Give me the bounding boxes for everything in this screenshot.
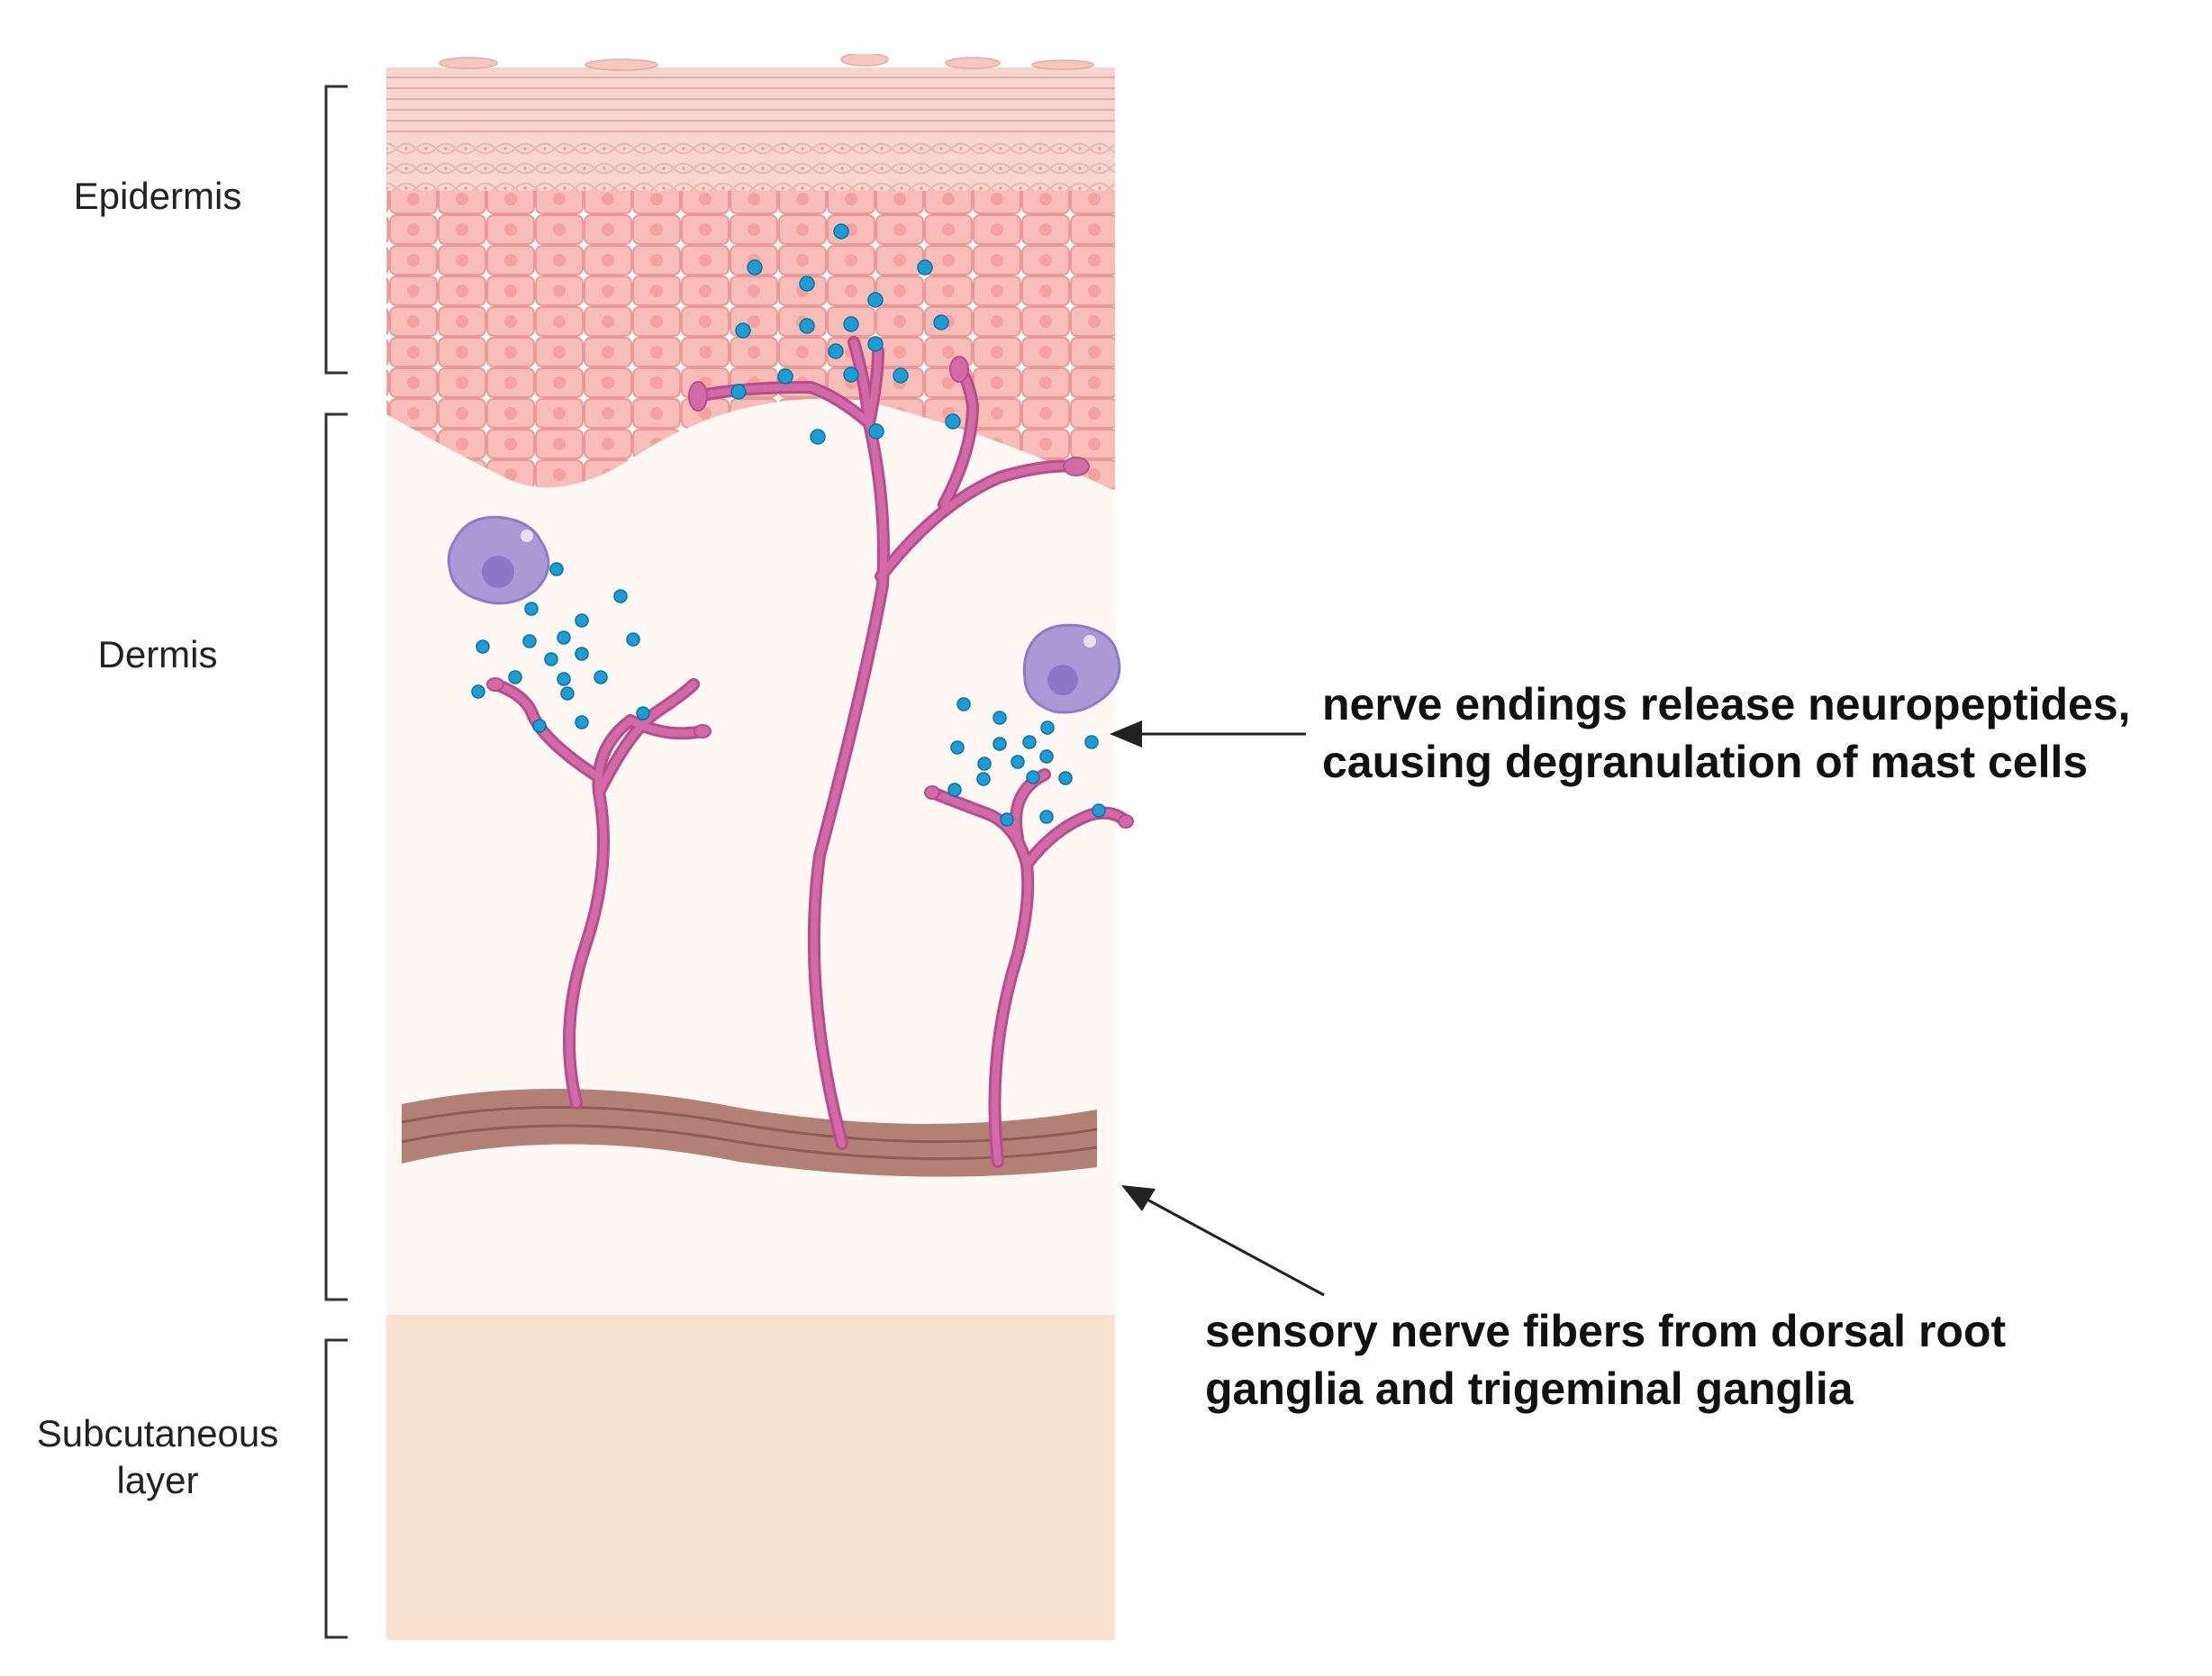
- nerve-fiber-annotation-line2: ganglia and trigeminal ganglia: [1205, 1363, 1854, 1414]
- neuropeptide-annotation-line1: nerve endings release neuropeptides,: [1322, 679, 2131, 729]
- neuropeptide-annotation: nerve endings release neuropeptides, cau…: [1322, 675, 2131, 791]
- stratum-corneum: [386, 68, 1115, 138]
- nerve-fiber-annotation: sensory nerve fibers from dorsal root ga…: [1205, 1302, 2006, 1418]
- dermis-label: Dermis: [97, 633, 218, 675]
- mast-cell-left: [447, 515, 550, 605]
- nerve-endings: [486, 336, 1134, 1168]
- stratum-spinosum: [386, 180, 1115, 491]
- neuropeptide-arrow-head: [1110, 720, 1142, 747]
- subcutaneous-bracket: [324, 1338, 348, 1639]
- layer-brackets: [324, 85, 348, 1639]
- annotation-arrows: [1110, 720, 1325, 1297]
- subcutaneous-layer: [386, 1315, 1115, 1640]
- neuropeptides: [471, 223, 1106, 827]
- fiber-arrow-head: [1121, 1185, 1156, 1211]
- subcutaneous-label-line1: Subcutaneous: [36, 1412, 279, 1454]
- nerve-fiber-annotation-line1: sensory nerve fibers from dorsal root: [1205, 1306, 2007, 1356]
- fiber-arrow-line: [1143, 1196, 1325, 1297]
- epidermis-bracket: [324, 85, 348, 375]
- neuropeptide-annotation-line2: causing degranulation of mast cells: [1322, 737, 2089, 787]
- mast-cell-right: [1022, 623, 1121, 714]
- subcutaneous-label: Subcutaneous layer: [0, 1410, 315, 1504]
- subcutaneous-label-line2: layer: [116, 1459, 199, 1501]
- epidermis-label: Epidermis: [73, 175, 242, 217]
- epidermis-layer: [386, 54, 1115, 491]
- dermis-bracket: [324, 412, 348, 1301]
